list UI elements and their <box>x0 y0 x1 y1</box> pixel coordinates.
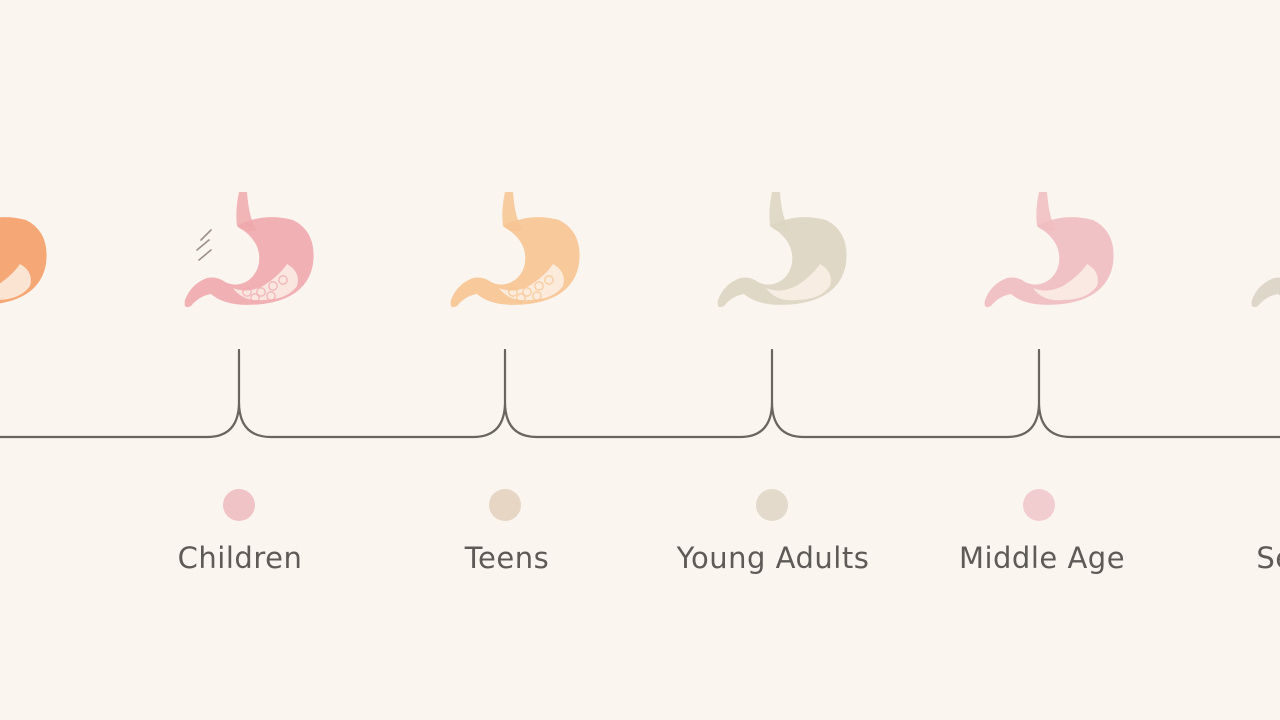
stage-label-children: Children <box>177 541 303 575</box>
stage-dot <box>1023 489 1055 521</box>
stage-label-young-adults: Young Adults <box>676 541 870 575</box>
stomach-icon <box>717 192 847 308</box>
stomach-icon <box>184 192 314 308</box>
stage-label-teens: Teens <box>464 541 550 575</box>
stage-dot <box>223 489 255 521</box>
stage-dot <box>756 489 788 521</box>
stage-label-partial-right: Se <box>1256 541 1280 575</box>
stomach-icons <box>0 192 1280 308</box>
stomach-icon <box>450 192 580 308</box>
stomach-icon <box>0 217 47 304</box>
stage-label-middle-age: Middle Age <box>958 541 1126 575</box>
stage-dots <box>223 489 1055 521</box>
stomach-icon <box>1251 277 1280 308</box>
stage-dot <box>489 489 521 521</box>
stomach-icon <box>984 192 1114 308</box>
timeline-line <box>0 348 1280 439</box>
